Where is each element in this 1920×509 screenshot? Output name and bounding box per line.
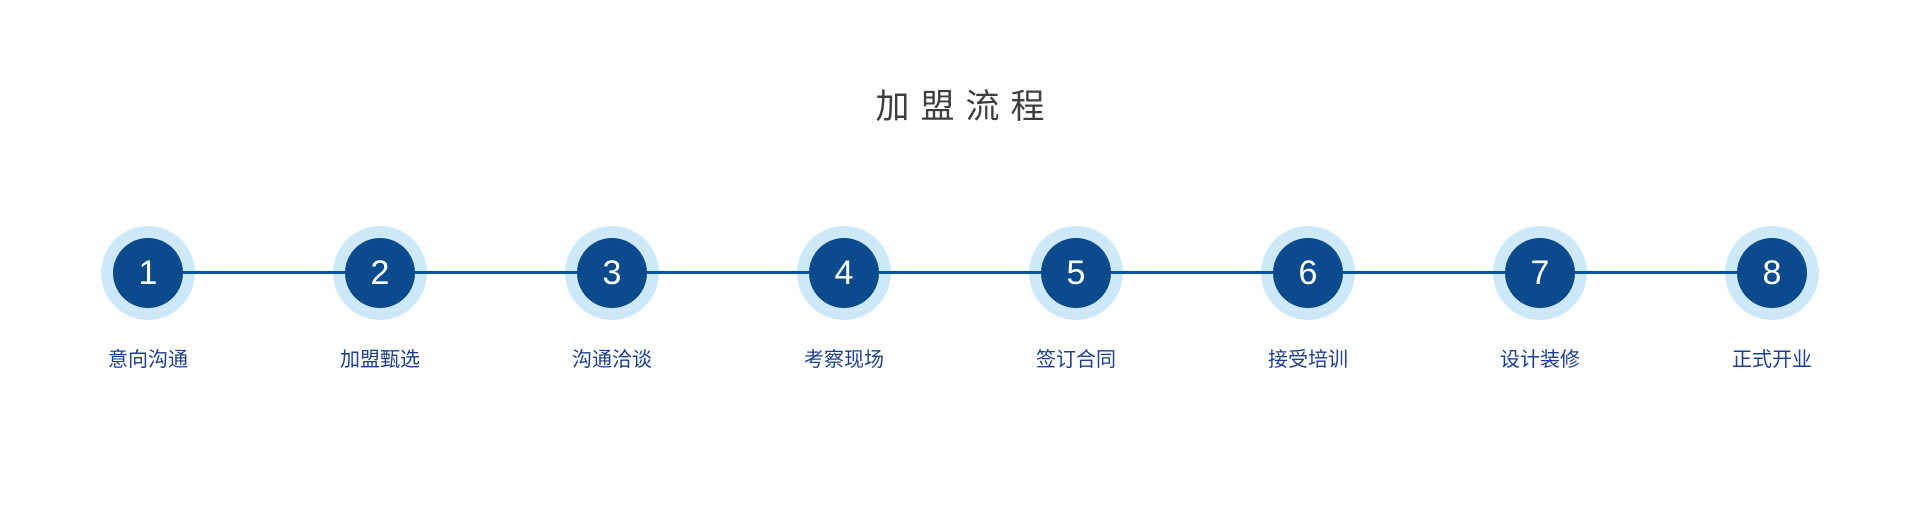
step-number: 2 — [370, 254, 390, 292]
step-circle: 5 — [1041, 238, 1111, 308]
step-label: 加盟甄选 — [340, 349, 420, 371]
step-circle: 2 — [345, 238, 415, 308]
step-number: 3 — [602, 254, 622, 292]
flow-step-3: 3 沟通洽谈 — [565, 226, 659, 370]
step-label: 考察现场 — [804, 349, 884, 371]
step-circle: 4 — [809, 238, 879, 308]
flow-step-5: 5 签订合同 — [1029, 226, 1123, 370]
step-circle: 3 — [577, 238, 647, 308]
step-number: 7 — [1530, 254, 1550, 292]
franchise-process-flow: 1 意向沟通 2 加盟甄选 3 沟通洽谈 4 考察现场 5 签订合同 6 — [101, 226, 1819, 370]
step-circle: 7 — [1505, 238, 1575, 308]
step-label: 意向沟通 — [108, 349, 188, 371]
flow-step-4: 4 考察现场 — [797, 226, 891, 370]
flow-step-2: 2 加盟甄选 — [333, 226, 427, 370]
connector-line — [148, 271, 1772, 274]
flow-step-8: 8 正式开业 — [1725, 226, 1819, 370]
step-label: 设计装修 — [1500, 349, 1580, 371]
step-number: 5 — [1066, 254, 1086, 292]
page-title: 加盟流程 — [875, 88, 1056, 126]
step-label: 接受培训 — [1268, 349, 1348, 371]
step-number: 4 — [834, 254, 854, 292]
step-number: 6 — [1298, 254, 1318, 292]
flow-step-6: 6 接受培训 — [1261, 226, 1355, 370]
step-circle: 1 — [113, 238, 183, 308]
step-label: 正式开业 — [1732, 349, 1812, 371]
step-label: 签订合同 — [1036, 349, 1116, 371]
step-number: 1 — [138, 254, 158, 292]
flow-step-7: 7 设计装修 — [1493, 226, 1587, 370]
step-number: 8 — [1762, 254, 1782, 292]
step-label: 沟通洽谈 — [572, 349, 652, 371]
flow-step-1: 1 意向沟通 — [101, 226, 195, 370]
step-circle: 8 — [1737, 238, 1807, 308]
step-circle: 6 — [1273, 238, 1343, 308]
